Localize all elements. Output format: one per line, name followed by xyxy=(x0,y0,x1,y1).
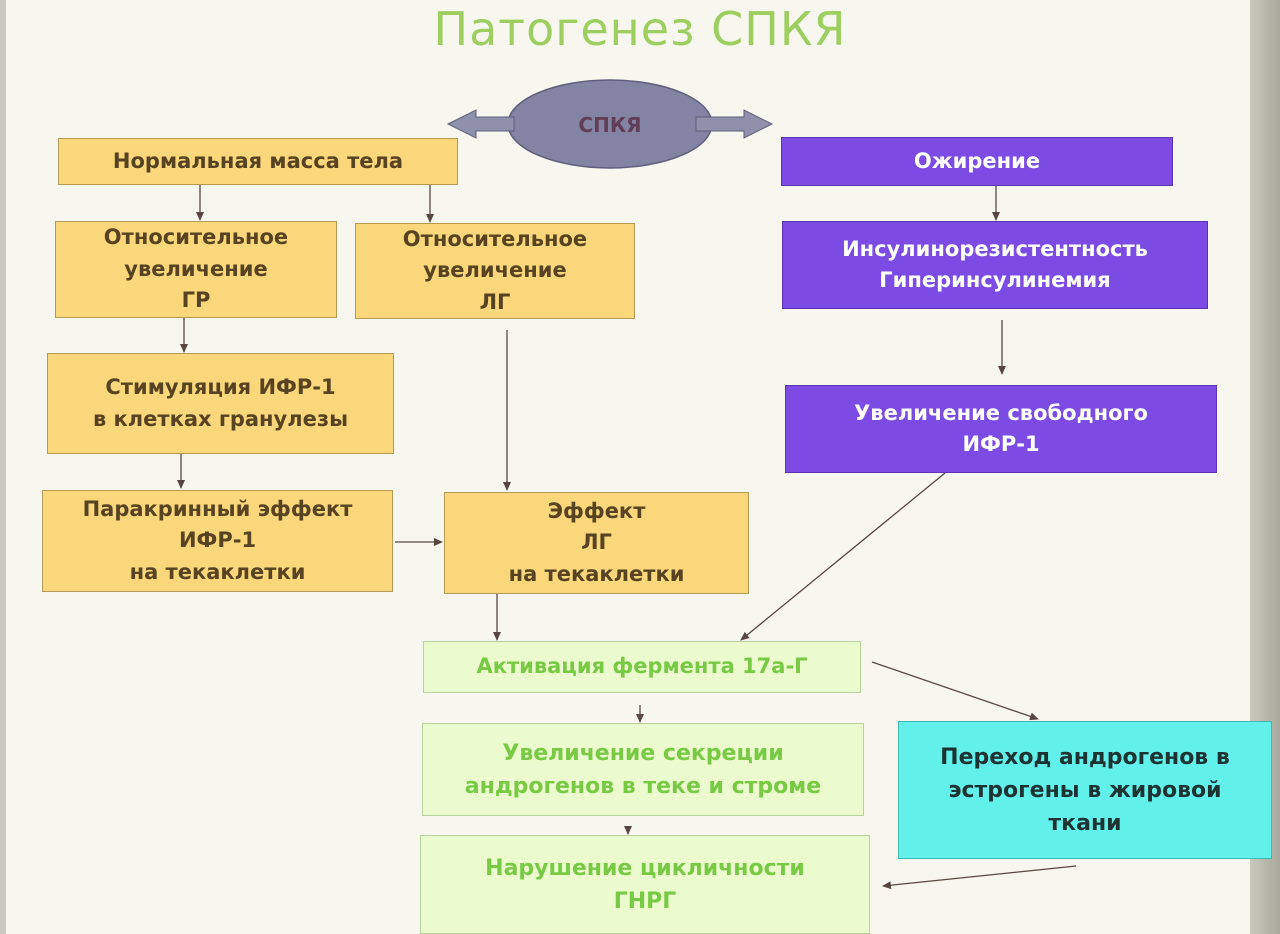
arrow-freeifr-to-activation xyxy=(740,472,946,641)
node-normal-weight: Нормальная масса тела xyxy=(58,138,458,185)
arrow-conversion-to-cycle xyxy=(882,865,1077,890)
spky-label: СПКЯ xyxy=(578,113,642,137)
slide-title: Патогенез СПКЯ xyxy=(433,2,847,56)
node-obesity: Ожирение xyxy=(781,137,1173,186)
arrow-activation-to-conversion xyxy=(871,661,1039,721)
right-block-arrow xyxy=(695,109,774,139)
node-enzyme-activation: Активация фермента 17а-Г xyxy=(423,641,861,693)
left-block-arrow xyxy=(446,109,515,139)
